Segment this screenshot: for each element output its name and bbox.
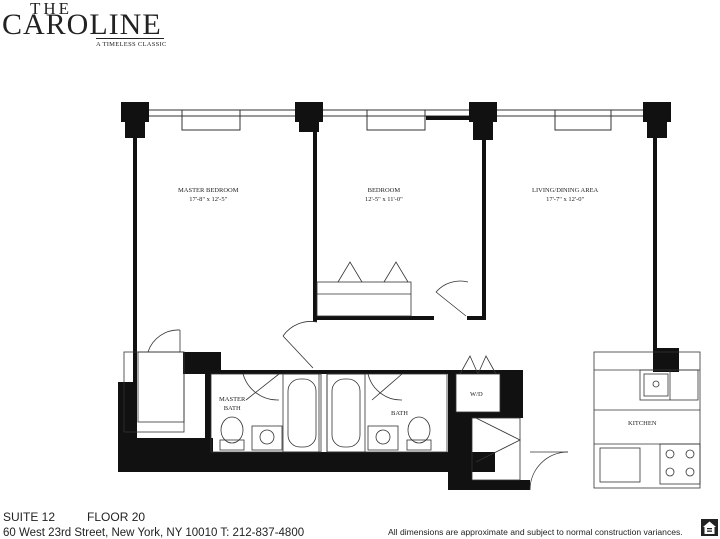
- walls: [118, 116, 679, 490]
- room-bedroom-dims: 12'-5" x 11'-0": [365, 195, 403, 203]
- logo-name: CAROLINE: [2, 8, 162, 41]
- room-bedroom: BEDROOM 12'-5" x 11'-0": [365, 187, 403, 205]
- room-master-bath-line2: BATH: [223, 404, 241, 412]
- suite-label: SUITE 12: [3, 510, 56, 524]
- room-bath: BATH: [391, 410, 408, 419]
- room-kitchen: KITCHEN: [628, 420, 657, 429]
- suite-info: SUITE 12 FLOOR 20 60 West 23rd Street, Ne…: [3, 510, 304, 539]
- floor-label: FLOOR 20: [87, 510, 146, 524]
- address-line: 60 West 23rd Street, New York, NY 10010 …: [3, 527, 305, 539]
- room-living-dining-name: LIVING/DINING AREA: [532, 187, 599, 194]
- building-logo: THE CAROLINE A TIMELESS CLASSIC: [0, 0, 170, 56]
- suite-floor-row: SUITE 12 FLOOR 20: [3, 510, 304, 524]
- room-master-bedroom-dims: 17'-8" x 12'-5": [189, 195, 228, 203]
- room-bedroom-name: BEDROOM: [367, 187, 401, 194]
- room-master-bedroom-name: MASTER BEDROOM: [178, 187, 239, 194]
- disclaimer: All dimensions are approximate and subje…: [388, 527, 683, 537]
- room-master-bath-line1: MASTER: [219, 396, 246, 403]
- room-living-dining-dims: 17'-7" x 12'-0": [546, 195, 585, 203]
- room-bath-name: BATH: [391, 410, 408, 417]
- room-kitchen-name: KITCHEN: [628, 420, 657, 427]
- columns: [121, 102, 671, 140]
- equal-housing-opportunity-icon: [701, 519, 718, 536]
- logo-the: THE: [30, 0, 73, 18]
- logo-rule: [96, 38, 164, 39]
- window-band: [140, 109, 650, 131]
- room-wd: W/D: [470, 391, 483, 400]
- room-master-bath: MASTER BATH: [219, 396, 245, 414]
- plan-details: [123, 261, 701, 491]
- room-wd-name: W/D: [470, 391, 483, 398]
- logo-tagline: A TIMELESS CLASSIC: [96, 41, 167, 48]
- room-master-bedroom: MASTER BEDROOM 17'-8" x 12'-5": [178, 187, 239, 205]
- room-living-dining: LIVING/DINING AREA 17'-7" x 12'-0": [532, 187, 598, 205]
